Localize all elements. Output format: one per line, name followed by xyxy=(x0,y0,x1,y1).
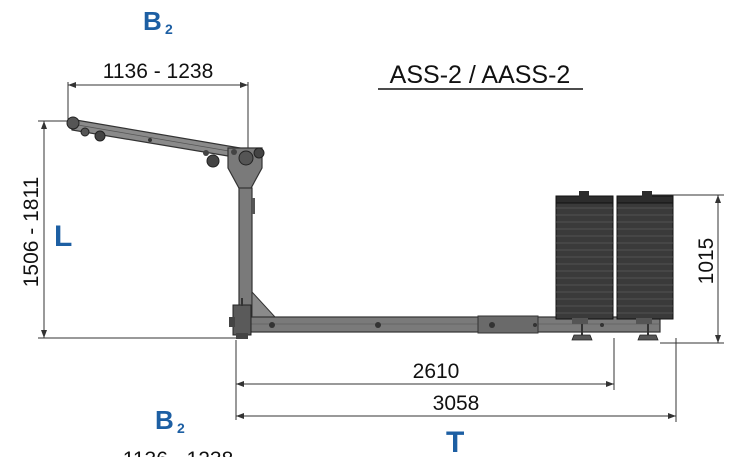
counterweight-stack-left xyxy=(555,191,614,320)
label-b2-top-letter: B xyxy=(143,6,162,36)
dim-base-inner-label: 2610 xyxy=(413,360,460,383)
dim-base-total: 3058 xyxy=(236,338,677,422)
base-beam xyxy=(239,315,661,334)
dim-base-total-label: 3058 xyxy=(433,392,480,415)
dim-counterweight-label: 1015 xyxy=(695,238,718,285)
dim-reach-label: 1136 - 1238 xyxy=(103,60,214,83)
cut-off-dimension: 1136 - 1238 xyxy=(123,448,234,457)
label-t: T xyxy=(446,426,464,457)
counterweight-plate-lines xyxy=(556,207,673,314)
dim-height-label: 1506 - 1811 xyxy=(20,177,43,288)
label-b2-bottom: B 2 xyxy=(155,405,185,436)
label-l: L xyxy=(54,220,72,253)
mast-socket xyxy=(229,298,252,339)
counterweight-stack-right xyxy=(616,191,674,320)
mast-head xyxy=(227,147,265,191)
diagram-title: ASS-2 / AASS-2 xyxy=(390,61,571,89)
dim-base-inner: 2610 xyxy=(235,338,615,420)
davit-arm xyxy=(66,116,253,168)
label-b2-bottom-sub: 2 xyxy=(177,420,185,436)
dim-reach: 1136 - 1238 xyxy=(67,60,249,150)
label-b2-top-sub: 2 xyxy=(165,21,173,37)
leveling-foot-left xyxy=(571,318,593,341)
label-b2-bottom-letter: B xyxy=(155,405,174,435)
label-b2-top: B 2 xyxy=(143,6,173,37)
mast xyxy=(238,187,277,319)
dim-counterweight: 1015 xyxy=(650,194,724,344)
dim-height: 1506 - 1811 xyxy=(20,120,240,339)
leveling-foot-right xyxy=(636,318,659,341)
